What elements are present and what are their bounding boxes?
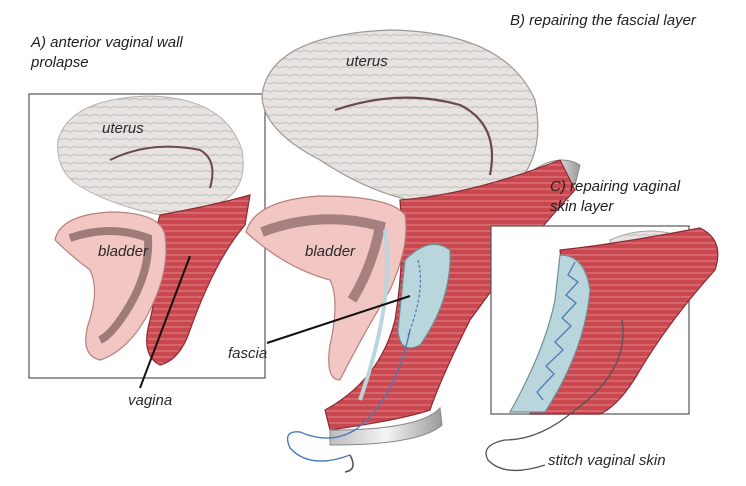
stitch-label: stitch vaginal skin	[548, 452, 666, 469]
fascia-label: fascia	[228, 345, 268, 362]
bladder-a-shape	[54, 211, 167, 361]
bladder-b-shape	[245, 195, 407, 381]
vagina-a-canal	[146, 194, 251, 366]
bladder-a-label: bladder	[98, 243, 149, 260]
fascia-leader-line	[266, 295, 411, 344]
uterus-b-label: uterus	[346, 53, 388, 70]
panel-a-title-line1: A) anterior vaginal wall	[31, 34, 183, 51]
uterus-a-shape	[57, 95, 244, 216]
panel-c-title-line2: skin layer	[550, 198, 614, 215]
suture-thread-b	[286, 329, 411, 462]
uterus-a-label: uterus	[102, 120, 144, 137]
panel-b-title: B) repairing the fascial layer	[510, 12, 696, 29]
panel-a-title-line2: prolapse	[31, 54, 89, 71]
suture-thread-c	[485, 319, 624, 472]
panel-c	[485, 225, 719, 472]
uterus-b-shape	[261, 29, 539, 206]
fascia-c-layer	[508, 254, 591, 413]
panel-b	[245, 29, 581, 473]
panel-c-title-line1: C) repairing vaginal	[550, 178, 681, 195]
stitch-line-c	[536, 261, 579, 401]
vagina-label: vagina	[128, 392, 173, 409]
suture-needle-icon	[344, 454, 354, 473]
fascia-opening	[397, 243, 451, 349]
vagina-leader-line	[139, 255, 191, 389]
panel-a	[28, 93, 266, 389]
bladder-b-label: bladder	[305, 243, 356, 260]
